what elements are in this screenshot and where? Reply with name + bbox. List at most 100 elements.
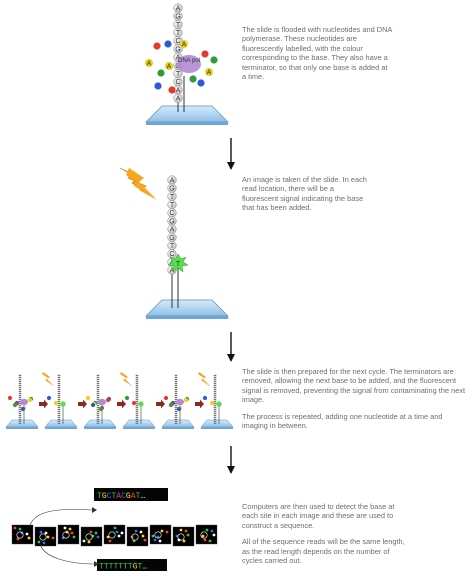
fluorescent-spot	[134, 529, 138, 533]
dna-polymerase	[177, 55, 201, 73]
sequence-read-2-text: TTTTTTTGT…	[99, 563, 147, 572]
read-site-marker	[62, 531, 70, 539]
nucleotide-yellow	[180, 40, 188, 48]
read-site-marker	[200, 531, 208, 539]
sequence-base: T	[138, 563, 143, 572]
base-label: T	[176, 30, 181, 37]
slide-edge	[84, 427, 116, 429]
nucleotide-dot	[124, 395, 130, 401]
fluorescent-spot	[115, 530, 119, 534]
pointer-line	[39, 543, 95, 565]
fluorescent-spot	[184, 529, 188, 533]
cycle-illustration	[5, 372, 234, 429]
base-label: T	[170, 243, 175, 250]
base-label: A	[176, 87, 181, 94]
slide-edge	[201, 427, 233, 429]
fluorescent-spot	[182, 539, 186, 543]
cycle-panel	[161, 374, 204, 429]
fluorescent-spot	[89, 530, 93, 534]
fluorescent-spot	[212, 533, 216, 537]
sequencing-image	[34, 526, 57, 547]
base-label: A	[176, 96, 181, 103]
sequence-read-1-text: TGCTACGAT…	[97, 492, 145, 501]
fluorescent-spot	[205, 528, 209, 532]
nucleotide-label: A	[207, 70, 212, 77]
base-label: C	[175, 38, 180, 45]
sequence-base: T	[109, 563, 114, 572]
base-label: A	[170, 177, 175, 184]
nucleotide-dot	[183, 397, 189, 403]
image-frame	[172, 526, 195, 547]
read-site-marker	[154, 531, 162, 539]
step1-description: The slide is flooded with nucleotides an…	[242, 25, 392, 88]
slide-edge	[45, 427, 77, 429]
fluorescent-spot	[20, 531, 24, 535]
step4-description: Computers are then used to detect the ba…	[242, 502, 408, 572]
nucleotide-dot	[131, 400, 137, 406]
fluorescent-spot	[94, 531, 98, 535]
fluorescent-spot	[108, 539, 112, 543]
fluorescent-spot	[158, 539, 162, 543]
slide-edge	[123, 427, 155, 429]
nucleotide-dot	[176, 406, 182, 412]
base-label: C	[169, 210, 174, 217]
read-site-marker	[39, 533, 47, 541]
fluorescent-spot	[203, 538, 207, 542]
image-frame	[80, 526, 103, 547]
sequence-base: …	[140, 492, 145, 501]
sequencing-image	[126, 526, 149, 547]
sequence-base: G	[133, 563, 138, 572]
slide-edge	[146, 122, 228, 125]
sequence-base: G	[102, 492, 107, 501]
fluorescent-spot	[143, 538, 147, 542]
base-label: T	[176, 22, 181, 29]
pointer-arrow	[92, 507, 97, 513]
fluorescent-spot	[42, 541, 46, 545]
fluorescent-spot	[13, 526, 17, 530]
sequence-base: C	[121, 492, 126, 501]
slide-edge	[162, 427, 194, 429]
dna-strand: AGTTCGAGTCAA	[173, 3, 183, 103]
fluorescent-spot	[37, 540, 41, 544]
fluorescent-spot	[96, 535, 100, 539]
base-label: A	[176, 5, 181, 12]
nucleotide-dot	[98, 406, 104, 412]
sequence-base: T	[104, 563, 109, 572]
slide	[161, 419, 195, 428]
sequence-base: T	[128, 563, 133, 572]
fluorescent-signal-icon	[216, 401, 222, 407]
nucleotide-label: A	[147, 61, 152, 68]
step4-text-2: All of the sequence reads will be the sa…	[242, 537, 405, 566]
base-label: G	[169, 235, 174, 242]
dna-polymerase	[98, 398, 106, 406]
base-label: T	[170, 202, 175, 209]
step4-text-1: Computers are then used to detect the ba…	[242, 502, 395, 530]
fluorescent-spot	[186, 533, 190, 537]
fluorescent-spot	[25, 532, 29, 536]
fluorescent-spot	[141, 534, 145, 538]
base-label: G	[175, 46, 180, 53]
sequence-base: T	[111, 492, 116, 501]
nucleotide-red	[168, 86, 176, 94]
image-frame	[103, 524, 126, 545]
cycle-arrow-icon	[195, 399, 204, 409]
sequencing-image	[103, 524, 126, 545]
base-label: C	[175, 79, 180, 86]
nucleotide-dot	[53, 400, 59, 406]
sequence-base: T	[113, 563, 118, 572]
fluorescent-spot	[70, 531, 74, 535]
sequence-base: T	[118, 563, 123, 572]
sequence-base: T	[97, 492, 102, 501]
nucleotide-yellow	[205, 68, 213, 76]
fluorescent-spot	[201, 534, 205, 538]
nucleotide-green	[157, 69, 165, 77]
nucleotide-blue	[164, 40, 172, 48]
sequence-read-2	[97, 559, 167, 571]
sequence-base: T	[136, 492, 141, 501]
sequencing-image	[11, 524, 34, 545]
cycle-arrow-icon	[39, 399, 48, 409]
step1-text: The slide is flooded with nucleotides an…	[242, 25, 392, 82]
read-site-marker	[131, 533, 139, 541]
base-label: A	[170, 227, 175, 234]
cycle-panel	[198, 372, 234, 429]
